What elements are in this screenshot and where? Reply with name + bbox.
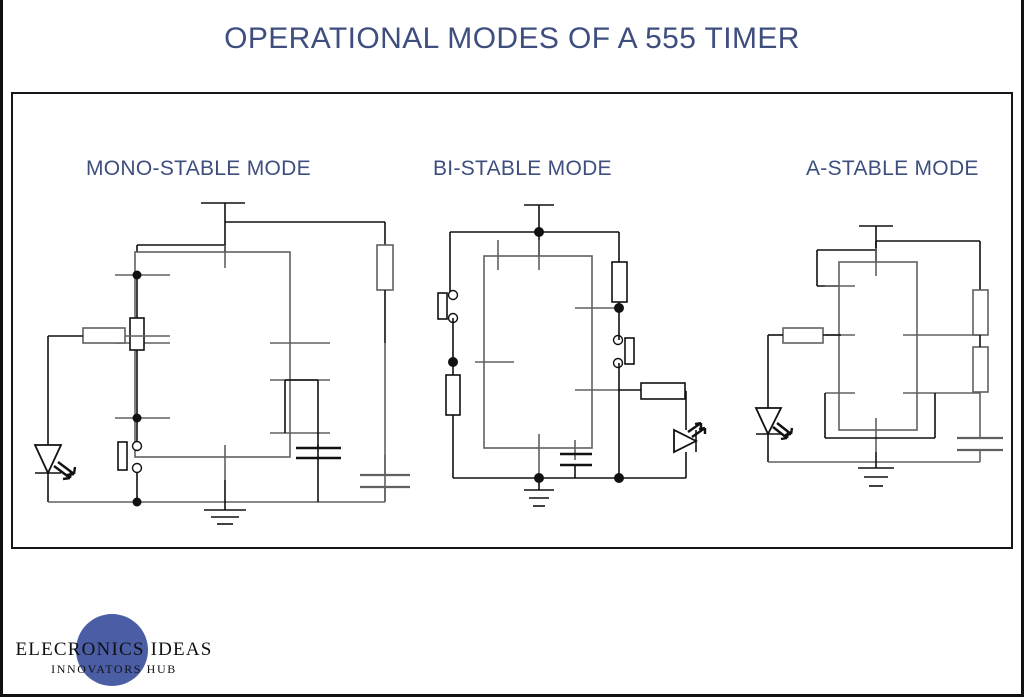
- logo: ELECRONICS IDEAS INNOVATORS HUB: [14, 608, 264, 692]
- junction-node: [132, 413, 142, 423]
- resistor-output: [376, 244, 394, 291]
- junction-node: [534, 227, 544, 237]
- led-icon: [754, 407, 794, 441]
- resistor-vertical: [129, 317, 145, 351]
- 555-timer-ic-body: [483, 255, 593, 449]
- logo-circle-icon: [76, 614, 148, 686]
- junction-node: [132, 497, 142, 507]
- led-icon: [673, 421, 707, 454]
- junction-node: [448, 357, 458, 367]
- mode-heading-bi-stable: BI-STABLE MODE: [433, 157, 612, 180]
- resistor-r2: [972, 346, 989, 393]
- circuit-diagram-bi-stable: [420, 190, 720, 530]
- circuit-diagram-a-stable: [735, 190, 1020, 530]
- resistor-r1: [972, 289, 989, 336]
- resistor-led: [640, 382, 686, 400]
- 555-timer-ic-body: [134, 251, 291, 458]
- 555-timer-ic-pins: [475, 240, 620, 478]
- ground-icon: [524, 478, 554, 507]
- resistor-pullup-left: [445, 374, 461, 416]
- 555-timer-ic-body: [838, 261, 918, 431]
- push-button-set[interactable]: [437, 289, 459, 324]
- junction-node: [534, 473, 544, 483]
- logo-sub-text: INNOVATORS HUB: [51, 662, 177, 676]
- logo-main-text: ELECRONICS IDEAS: [15, 639, 213, 660]
- resistor-led: [782, 327, 824, 344]
- junction-node: [614, 473, 624, 483]
- capacitor-control-icon: [560, 452, 592, 467]
- capacitor-timing-icon: [957, 436, 1003, 452]
- ground-icon: [858, 452, 894, 487]
- ground-icon: [204, 480, 246, 525]
- mode-heading-a-stable: A-STABLE MODE: [806, 157, 979, 180]
- junction-node: [132, 270, 142, 280]
- power-supply-rail-icon: [201, 202, 245, 254]
- resistor-pullup-right: [611, 261, 628, 303]
- push-button-reset[interactable]: [612, 334, 635, 369]
- junction-node: [614, 303, 624, 313]
- push-button-switch[interactable]: [117, 440, 143, 474]
- page-title: OPERATIONAL MODES OF A 555 TIMER: [224, 22, 800, 55]
- mode-heading-mono-stable: MONO-STABLE MODE: [86, 157, 311, 180]
- circuit-diagram-mono-stable: [30, 190, 422, 530]
- led-icon: [33, 444, 77, 481]
- resistor-horizontal: [82, 327, 126, 344]
